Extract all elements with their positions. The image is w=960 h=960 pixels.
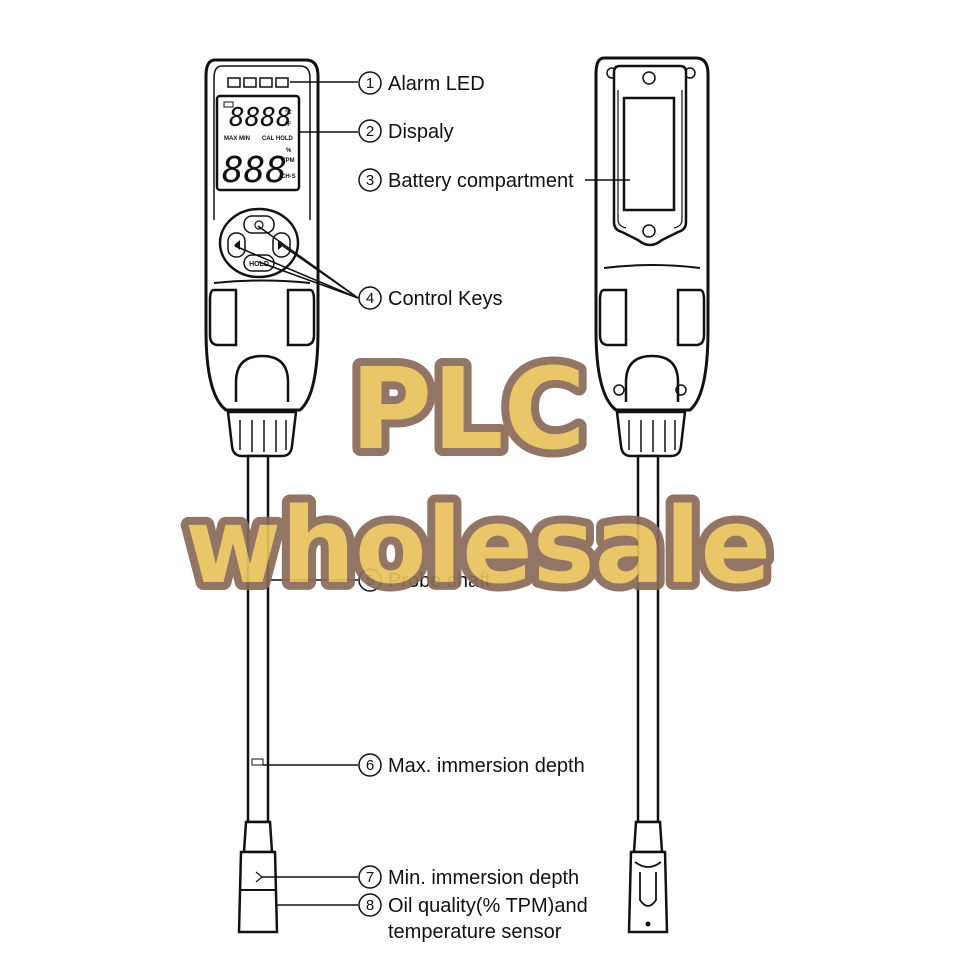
right-key: [272, 232, 291, 258]
back-probe-tip: [627, 850, 669, 934]
svg-text:2: 2: [366, 123, 374, 140]
front-probe-neck: [242, 820, 274, 854]
left-key: [227, 232, 246, 258]
svg-text:1: 1: [366, 75, 374, 92]
back-right-grip: [676, 288, 706, 347]
alarm-led: [259, 77, 273, 88]
watermark: PLC wholesale: [177, 337, 779, 615]
alarm-led: [227, 77, 241, 88]
lcd-unit-pct: %: [286, 148, 292, 154]
callout-alarm-led: 1 Alarm LED: [358, 71, 485, 95]
leader-lines: [234, 81, 630, 906]
right-arrow-icon: [278, 240, 284, 250]
battery-door-screw: [642, 71, 656, 85]
svg-text:5: 5: [366, 572, 374, 589]
alarm-led-group: [227, 77, 289, 88]
lcd-readout: 8888 °C °F MAX MIN CAL HOLD 888 % TPM CH…: [222, 103, 296, 191]
max-depth-mark: [251, 758, 264, 766]
watermark-line2: wholesale: [185, 485, 771, 607]
svg-text:4: 4: [366, 290, 374, 307]
lcd-unit-f: °F: [285, 122, 291, 128]
callout-max-depth: 6 Max. immersion depth: [358, 753, 585, 777]
battery-window: [622, 96, 676, 212]
battery-door: [612, 64, 688, 247]
svg-text:6: 6: [366, 757, 374, 774]
callout-min-depth: 7 Min. immersion depth: [358, 865, 579, 889]
lcd-unit-c: °C: [285, 110, 292, 116]
front-collar: [226, 410, 298, 458]
lcd-indicators-right: CAL HOLD: [262, 136, 294, 142]
alarm-led: [243, 77, 257, 88]
svg-text:Alarm LED: Alarm LED: [388, 73, 485, 95]
back-waist-line: [603, 264, 701, 269]
lcd-indicators-left: MAX MIN: [224, 136, 250, 142]
lcd-top-digits: 8888: [229, 103, 292, 133]
lcd-battery-icon: [223, 101, 234, 108]
svg-text:Control Keys: Control Keys: [388, 288, 503, 310]
waist-line: [213, 279, 311, 284]
back-collar: [615, 410, 687, 458]
back-view: [594, 56, 710, 934]
callout-probe-shaft: 5 Probe shaft: [358, 568, 491, 592]
back-probe-neck: [632, 820, 664, 854]
tip-hole: [645, 921, 651, 927]
screw: [675, 384, 687, 396]
callout-battery-compartment: 3 Battery compartment: [358, 168, 574, 192]
power-icon: [254, 220, 264, 230]
svg-text:Probe shaft: Probe shaft: [388, 570, 491, 592]
front-arch: [234, 354, 290, 402]
callouts: 1 Alarm LED 2 Dispaly 3 Battery compartm…: [358, 71, 588, 943]
svg-text:temperature sensor: temperature sensor: [388, 921, 562, 943]
lcd-frame: [215, 94, 301, 192]
svg-text:8: 8: [366, 897, 374, 914]
watermark-line1: PLC: [350, 345, 586, 475]
lcd-bottom-digits: 888: [222, 150, 287, 191]
alarm-led: [275, 77, 289, 88]
screw: [613, 384, 625, 396]
callout-display: 2 Dispaly: [358, 119, 454, 143]
lcd-ch-label: CH-S: [281, 174, 296, 180]
battery-door-screw: [642, 224, 656, 238]
front-body-inner: [213, 65, 311, 220]
battery-door-inner: [617, 90, 683, 229]
lcd-unit-tpm: TPM: [282, 158, 295, 164]
front-probe-tip: [237, 850, 279, 934]
back-left-grip: [598, 288, 628, 347]
svg-text:Battery compartment: Battery compartment: [388, 170, 574, 192]
left-grip: [208, 288, 238, 347]
callout-sensor: 8 Oil quality(% TPM)and temperature sens…: [358, 893, 588, 943]
svg-text:7: 7: [366, 869, 374, 886]
callout-control-keys: 4 Control Keys: [358, 286, 503, 310]
hold-key-label: HOLD: [249, 261, 269, 268]
svg-text:Oil quality(% TPM)and: Oil quality(% TPM)and: [388, 895, 588, 917]
front-view: [204, 58, 320, 934]
back-tip-curve: [634, 861, 662, 907]
power-key: [243, 215, 275, 234]
svg-text:Min. immersion depth: Min. immersion depth: [388, 867, 579, 889]
keypad-ring: [218, 207, 300, 279]
svg-text:Max. immersion depth: Max. immersion depth: [388, 755, 585, 777]
svg-text:3: 3: [366, 172, 374, 189]
svg-text:Dispaly: Dispaly: [388, 121, 454, 143]
right-grip: [286, 288, 316, 347]
back-arch: [624, 354, 680, 402]
